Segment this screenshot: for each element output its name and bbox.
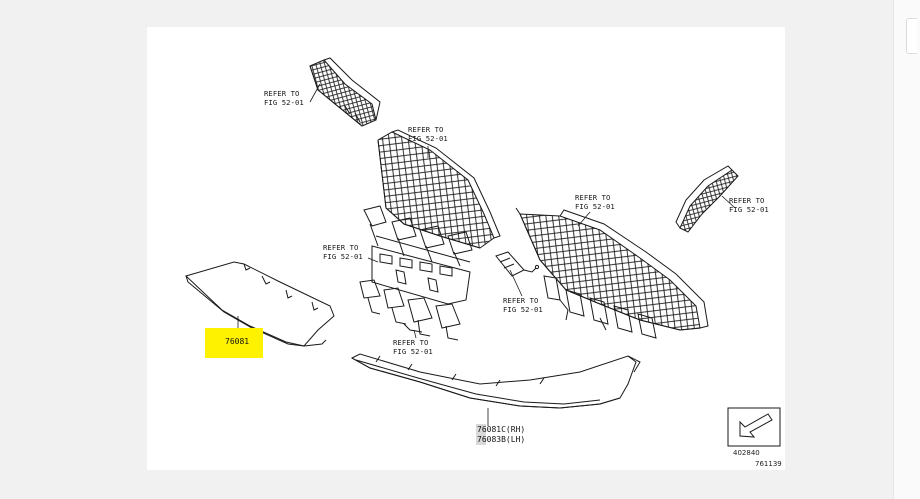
far-right-grille bbox=[675, 165, 739, 233]
refer-callout-left-mid[interactable]: REFER TO FIG 52-01 bbox=[323, 243, 363, 261]
refer-callout-far-right[interactable]: REFER TO FIG 52-01 bbox=[729, 196, 769, 214]
refer-callout-bracket-low[interactable]: REFER TO FIG 52-01 bbox=[503, 296, 543, 314]
center-lower-duct bbox=[359, 245, 471, 341]
small-bracket bbox=[495, 251, 540, 277]
side-panel-tab[interactable] bbox=[906, 18, 917, 54]
lower-spoiler bbox=[350, 353, 641, 409]
right-grille bbox=[515, 207, 709, 339]
page-code: 761139 bbox=[755, 460, 782, 468]
center-grille bbox=[363, 129, 501, 267]
front-arrow-icon bbox=[727, 407, 781, 447]
refer-callout-right-grille[interactable]: REFER TO FIG 52-01 bbox=[575, 193, 615, 211]
refer-callout-center-low[interactable]: REFER TO FIG 52-01 bbox=[393, 338, 433, 356]
side-scroll-strip bbox=[893, 0, 920, 499]
part-number-shade bbox=[476, 424, 486, 445]
part-number-76081[interactable]: 76081 bbox=[225, 337, 250, 346]
leader-lines bbox=[237, 83, 736, 426]
part-highlight bbox=[205, 328, 263, 358]
parts-diagram-sheet bbox=[147, 27, 785, 470]
refer-callout-upper-left[interactable]: REFER TO FIG 52-01 bbox=[264, 89, 304, 107]
reference-code: 402840 bbox=[733, 449, 760, 457]
upper-left-grille bbox=[309, 57, 381, 127]
refer-callout-center-top[interactable]: REFER TO FIG 52-01 bbox=[408, 125, 448, 143]
part-number-lower-spoiler[interactable]: 76081C(RH) 76083B(LH) bbox=[477, 425, 526, 444]
